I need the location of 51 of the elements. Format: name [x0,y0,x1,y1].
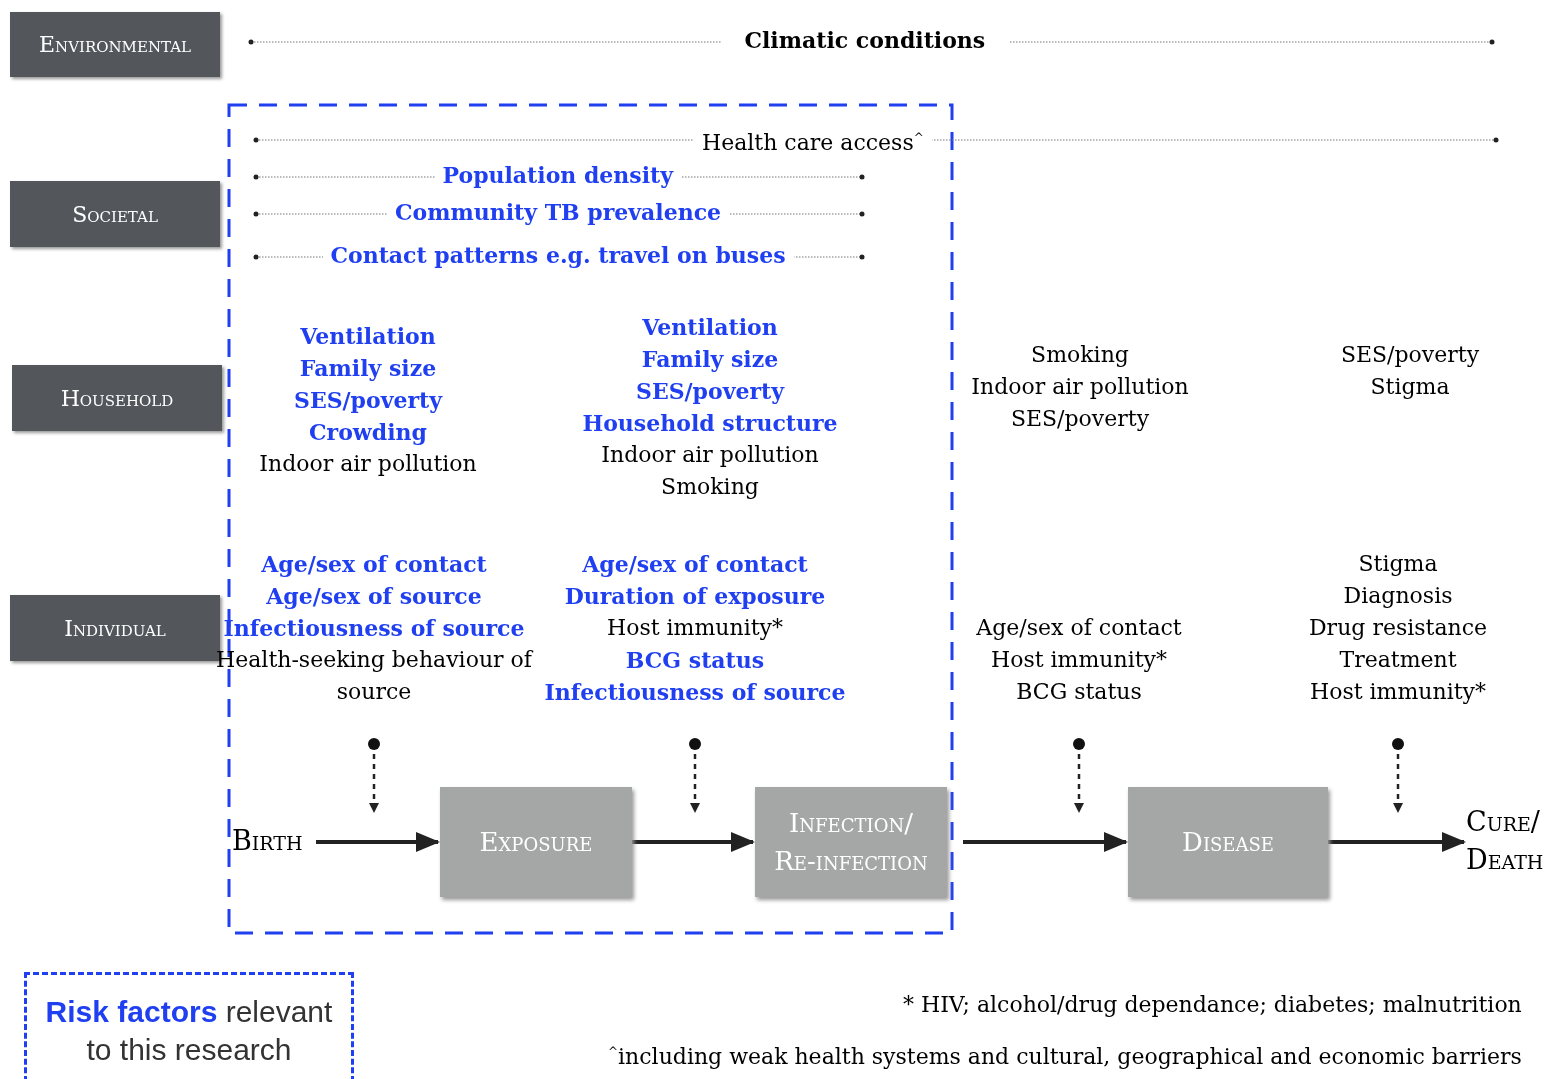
risk-factor-text: Host immunity* [991,646,1167,674]
risk-factor-text: Indoor air pollution [601,441,819,469]
stage-label: Cure/ Death [1466,803,1548,879]
risk-factor-text: Ventilation [300,322,436,351]
footnote-text: $^{^}$including weak health systems and cultural, geographical and economic barriers [608,1044,1522,1069]
risk-factor-text: Host immunity* [607,614,783,642]
flow-arrow [963,832,1128,852]
level-header-box: Environmental [10,12,220,77]
level-header-box: Household [12,365,222,431]
risk-factor-text: Drug resistance [1309,614,1487,642]
flow-arrow [316,832,440,852]
risk-factor-text: Indoor air pollution [971,373,1189,401]
influence-arrow [1073,738,1085,813]
stage-box: Exposure [440,787,632,897]
risk-factor-text: SES/poverty [1340,341,1480,369]
risk-factor-text: Infectiousness of source [223,614,525,643]
legend-text: Risk factors relevant to this research [44,994,334,1068]
risk-factor-text: Smoking [661,473,759,501]
risk-factor-text: BCG status [1016,678,1142,706]
risk-factor-text: Stigma [1370,373,1450,401]
flow-arrow [632,832,755,852]
influence-arrow [368,738,380,813]
risk-factor-text: Treatment [1339,646,1457,674]
risk-factor-text: Age/sex of contact [976,614,1182,642]
risk-factor-text: Indoor air pollution [259,450,477,478]
stage-box: Disease [1128,787,1328,897]
risk-factor-text: Infectiousness of source [544,678,846,707]
level-header-box: Societal [10,181,220,247]
risk-factor-text: Household structure [582,409,838,438]
risk-factor-text: Diagnosis [1343,582,1453,610]
risk-factor-text: SES/poverty [636,377,784,406]
risk-factor-text: Family size [299,354,437,383]
risk-factor-text: Family size [641,345,779,374]
risk-factor-text: Duration of exposure [564,582,826,611]
stage-box: Infection/ Re-infection [755,787,947,897]
risk-factor-text: SES/poverty [1010,405,1150,433]
influence-arrow [689,738,701,813]
stage-label: Birth [232,822,316,860]
risk-factor-text: BCG status [625,646,765,675]
risk-factor-text: Smoking [1031,341,1129,369]
footnote-text: * HIV; alcohol/drug dependance; diabetes; malnutrition [903,992,1522,1017]
risk-factor-text: Age/sex of contact [582,550,808,579]
risk-factor-text: Age/sex of contact [261,550,487,579]
risk-factor-text: Crowding [309,418,427,447]
influence-arrow [1392,738,1404,813]
risk-factor-text: Ventilation [642,313,778,342]
risk-factor-text: Host immunity* [1310,678,1486,706]
flow-arrow [1328,832,1466,852]
risk-factor-text: Age/sex of source [266,582,482,611]
risk-factor-text: Stigma [1358,550,1438,578]
risk-factor-text: SES/poverty [294,386,442,415]
